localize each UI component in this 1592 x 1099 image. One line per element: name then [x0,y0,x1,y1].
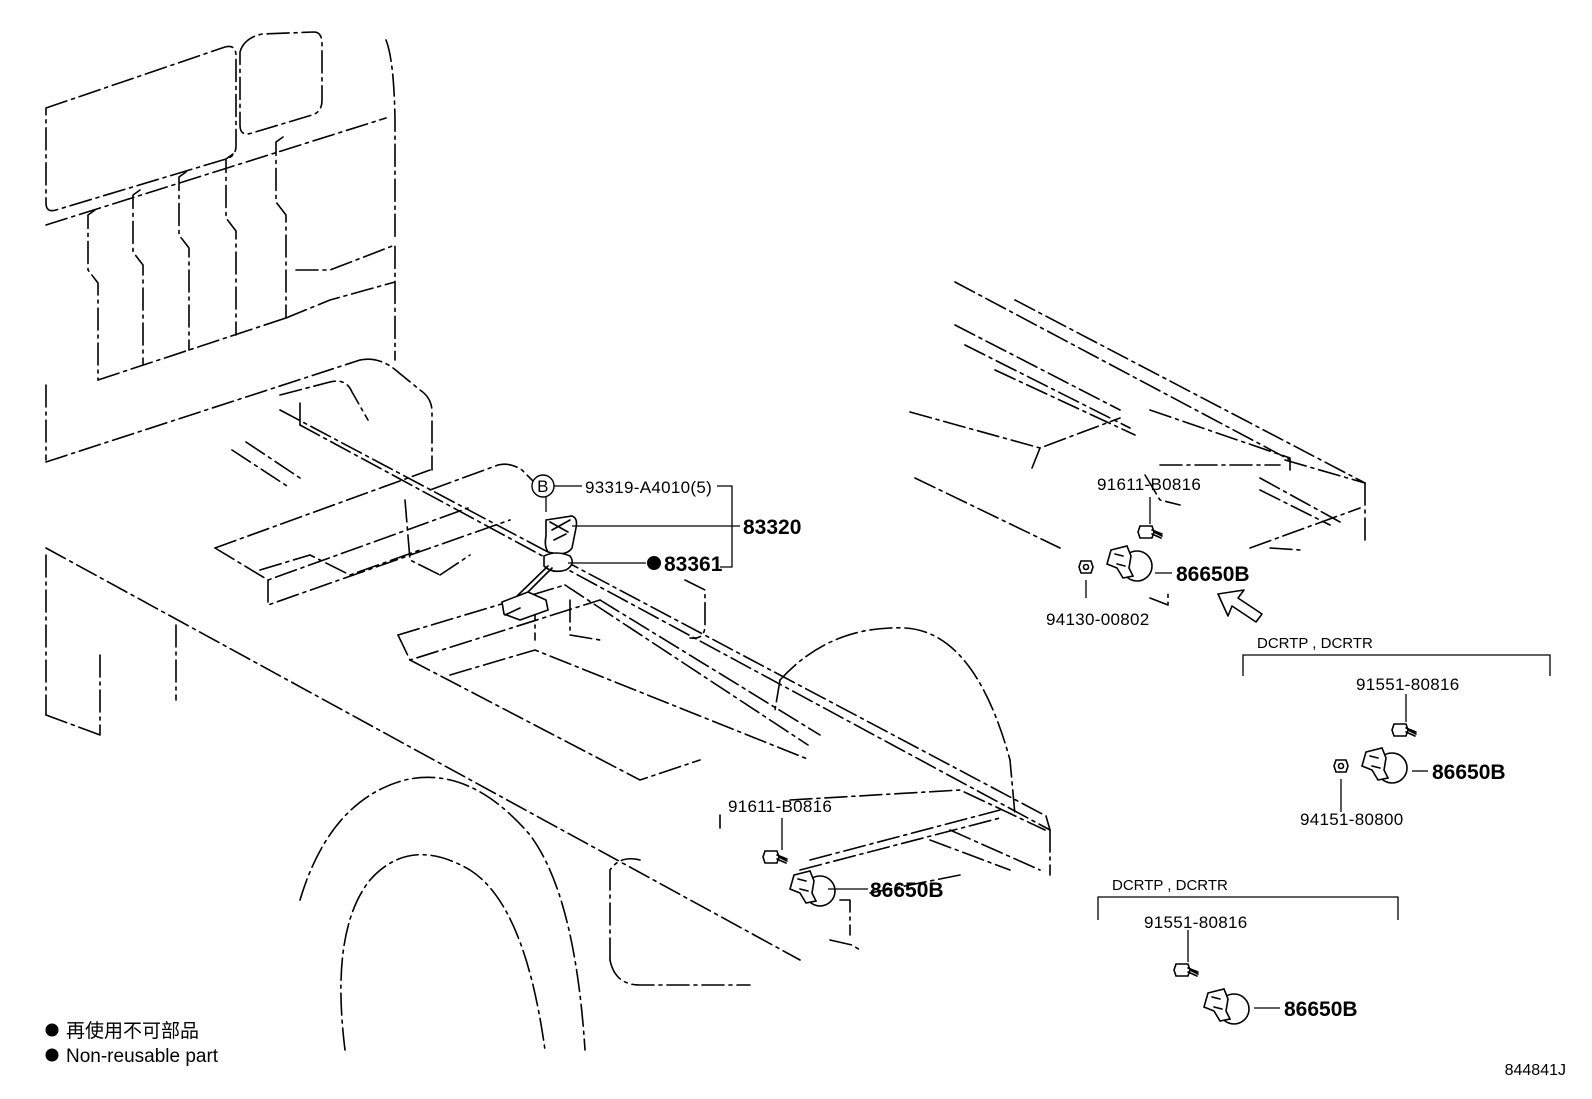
non-reusable-dot [647,556,661,570]
part-number-horn-lower: 86650B [870,879,944,902]
chassis-frame [45,358,1051,961]
group-bottom-bolt: 91551-80816 [1144,913,1248,932]
leader-lines [545,485,1551,1009]
group-right-bolt: 91551-80816 [1356,675,1460,694]
legend-dot-en [45,1048,59,1062]
circle-b-marker [531,474,555,498]
part-number-fuel-clip-bolt: 93319-A4010(5) [585,478,712,497]
figure-id: 844841J [1505,1062,1566,1079]
group-bottom-label: DCRTP , DCRTR [1112,877,1228,894]
group-right-nut: 94151-80800 [1300,810,1404,829]
legend-text-en: Non-reusable part [66,1046,219,1067]
circle-b-letter: B [537,477,549,496]
cab-outline [45,31,396,461]
detail-frame-view [909,281,1366,606]
part-glyphs [762,525,1417,1025]
legend: 再使用不可部品 Non-reusable part [45,1020,219,1067]
wheel-arch-and-tyres [299,627,1016,1051]
callout-labels: B 93319-A4010(5) 83320 83361 91611-B0816… [531,474,1506,1021]
part-number-gasket: 83361 [664,553,723,576]
part-number-bolt-lower: 91611-B0816 [728,797,832,816]
legend-dot-ja [45,1023,59,1037]
view-direction-arrow [1217,589,1263,623]
part-number-nut-upper: 94130-00802 [1046,610,1150,629]
part-number-sender-gauge: 83320 [743,516,801,539]
group-right-horn: 86650B [1432,761,1506,784]
part-number-horn-upper: 86650B [1176,563,1250,586]
group-right-label: DCRTP , DCRTR [1257,635,1373,652]
part-number-bolt-upper: 91611-B0816 [1097,475,1201,494]
fuel-sender-assembly [501,515,578,621]
legend-text-ja: 再使用不可部品 [66,1020,199,1042]
group-bottom-horn: 86650B [1284,998,1358,1021]
